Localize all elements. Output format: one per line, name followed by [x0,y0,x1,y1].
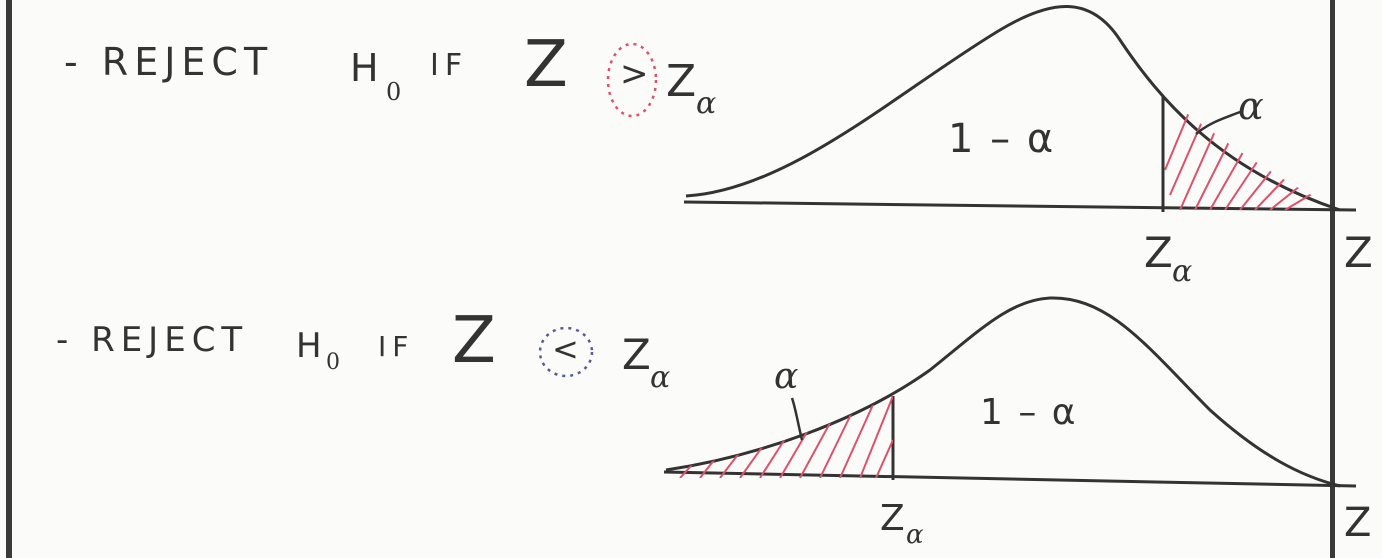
lower-operator-circle [538,326,594,378]
lower-tail-pointer [790,397,804,441]
lower-curve-center-label: 1 – α [980,392,1078,433]
lower-curve-critical-label: Z [880,498,911,539]
left-border [6,0,12,558]
upper-rejection-hatch [1164,109,1326,210]
lower-rule-operator: < [552,330,585,368]
right-border [1330,0,1335,558]
lower-rule-reject-text: - REJECT [56,320,249,360]
lower-bell-curve [665,296,1341,488]
upper-rule-operator: > [620,54,655,94]
lower-rule-h: H [296,326,328,366]
upper-bell-curve [685,5,1341,212]
lower-rule-z-alpha: Z [622,330,657,379]
upper-curve-critical-label-subscript: α [1172,254,1193,289]
upper-rule-h-subscript: 0 [386,78,402,106]
upper-rule-z-alpha: Z [666,56,703,107]
upper-axis-line [683,200,1357,212]
upper-rule-reject-text: - REJECT [64,40,274,84]
lower-rule-h-subscript: 0 [326,350,340,375]
upper-tail-pointer [1195,110,1241,135]
lower-rule-if: IF [378,330,415,363]
upper-rule-if: IF [430,48,469,83]
upper-rule-h: H [350,46,385,90]
upper-curve-critical-label: Z [1144,228,1179,277]
upper-curve-axis-label: Z [1344,228,1379,277]
lower-axis-line [663,470,1357,488]
lower-rule-z-alpha-subscript: α [650,360,671,395]
upper-curve-tail-label: α [1238,84,1264,128]
lower-rule-z: Z [452,304,502,378]
upper-curve-center-label: 1 – α [948,116,1056,162]
lower-rejection-hatch [679,396,893,478]
upper-operator-circle [606,42,658,118]
lower-curve-critical-label-subscript: α [906,520,924,550]
upper-rule-z: Z [524,28,574,102]
upper-rule-z-alpha-subscript: α [696,86,717,121]
lower-curve-tail-label: α [774,356,799,397]
lower-curve-axis-label: Z [1344,500,1378,546]
